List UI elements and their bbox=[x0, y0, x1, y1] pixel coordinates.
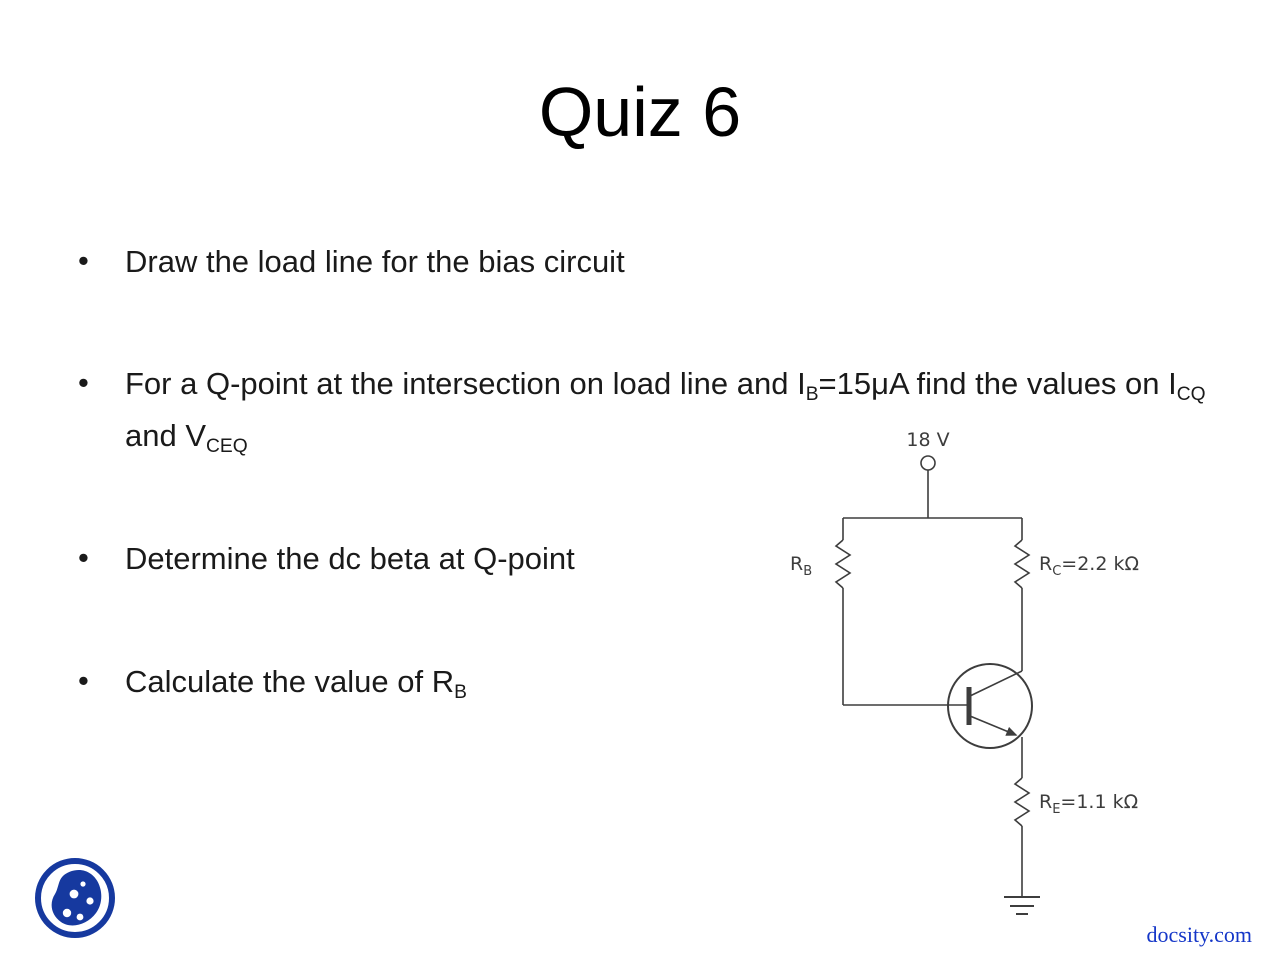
transistor-emitter bbox=[969, 715, 1018, 736]
subscript: B bbox=[454, 681, 467, 703]
rc-label: RC=2.2 kΩ bbox=[1039, 553, 1139, 579]
bullet-marker: • bbox=[78, 663, 89, 698]
bullet-item: • Calculate the value of RB bbox=[78, 656, 467, 708]
bullet-item: • Determine the dc beta at Q-point bbox=[78, 533, 575, 584]
bias-circuit-diagram: 18 V RB RC=2.2 kΩ RE=1.1 kΩ bbox=[790, 429, 1139, 915]
circuit-wires bbox=[834, 455, 1040, 915]
rc-resistor bbox=[1013, 539, 1031, 589]
ground-symbol bbox=[1004, 896, 1040, 915]
supply-voltage-label: 18 V bbox=[906, 429, 949, 451]
bullet-text: For a Q-point at the intersection on loa… bbox=[125, 358, 1215, 463]
bullet-text-segment: and V bbox=[125, 418, 207, 454]
page-title: Quiz 6 bbox=[538, 73, 742, 151]
rb-label: RB bbox=[790, 553, 812, 579]
bullet-text: Determine the dc beta at Q-point bbox=[125, 541, 575, 576]
transistor-body bbox=[947, 663, 1033, 749]
bullet-item: • Draw the load line for the bias circui… bbox=[78, 236, 625, 287]
bullet-marker: • bbox=[78, 243, 89, 278]
bullet-text-segment: Calculate the value of R bbox=[125, 664, 455, 699]
re-resistor bbox=[1013, 777, 1031, 827]
bullet-marker: • bbox=[78, 540, 89, 575]
subscript: CEQ bbox=[206, 436, 248, 458]
bullet-text: Draw the load line for the bias circuit bbox=[125, 244, 625, 279]
transistor-collector bbox=[969, 670, 1023, 697]
bullet-text-segment: For a Q-point at the intersection on loa… bbox=[125, 366, 806, 401]
subscript: CQ bbox=[1176, 383, 1206, 405]
docsity-logo-icon bbox=[35, 858, 115, 938]
docsity-link[interactable]: docsity.com bbox=[1146, 922, 1253, 947]
bullet-text-segment: =15μA find the values on I bbox=[818, 366, 1177, 401]
rb-resistor bbox=[834, 539, 852, 589]
supply-terminal bbox=[920, 455, 936, 471]
bullet-text: Calculate the value of RB bbox=[125, 656, 467, 708]
subscript: B bbox=[805, 383, 819, 405]
bullet-item: • For a Q-point at the intersection on l… bbox=[78, 358, 1215, 463]
bullet-marker: • bbox=[78, 365, 89, 400]
re-label: RE=1.1 kΩ bbox=[1039, 791, 1138, 817]
